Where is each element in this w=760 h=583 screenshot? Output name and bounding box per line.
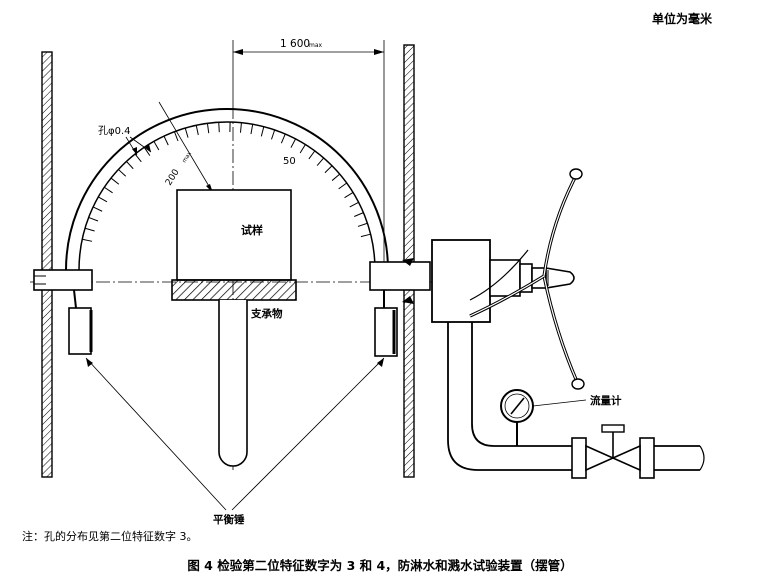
counterweight-callout: 平衡锤 [85, 357, 385, 526]
hole-mark [143, 147, 151, 156]
hole-mark [173, 131, 179, 142]
hole-mark [118, 169, 127, 177]
control-valve [585, 424, 641, 472]
specimen-label: 试样 [241, 223, 263, 237]
hole-mark [250, 124, 254, 135]
note: 注：孔的分布见第二位特征数字 3。 [22, 530, 198, 543]
hole-mark [239, 122, 242, 133]
hole-mark [290, 138, 297, 148]
hole-mark [98, 196, 108, 203]
hole-mark [88, 216, 99, 222]
hole-mark [270, 129, 276, 140]
hole-callout: 孔φ0.4 [98, 125, 152, 156]
hole-mark [338, 182, 348, 190]
hole-mark [299, 144, 306, 154]
hole-mark [195, 125, 199, 136]
radius-dimension: 200 max [158, 101, 214, 194]
unit-label: 单位为毫米 [651, 12, 712, 26]
hole-mark [218, 122, 220, 133]
hole-label: 孔φ0.4 [98, 125, 131, 137]
support: 支承物 [171, 279, 297, 467]
hole-mark [184, 127, 189, 138]
span-suffix: max [309, 42, 323, 49]
hole-mark [260, 126, 265, 137]
hole-mark [354, 212, 364, 217]
hole-mark [357, 222, 368, 227]
hole-mark [163, 135, 169, 146]
flowmeter: 流量计 [500, 389, 622, 446]
hole-mark [104, 186, 113, 194]
hole-mark [349, 201, 359, 208]
angle-mark: 50 [283, 156, 296, 167]
radius-suffix: max [182, 150, 194, 164]
hole-mark [84, 227, 95, 232]
drive-housing [431, 239, 575, 323]
hole-mark [316, 157, 325, 166]
support-label: 支承物 [250, 307, 283, 320]
left-wall [41, 51, 53, 478]
hole-mark [92, 206, 103, 212]
span-dimension: 1 600 max [232, 38, 385, 262]
hole-mark [344, 192, 354, 199]
hole-mark [280, 133, 286, 144]
radius-value: 200 [164, 167, 182, 187]
handwheel [469, 168, 585, 390]
hole-mark [331, 173, 341, 181]
specimen: 试样 [176, 189, 292, 281]
figure-caption: 图 4 检验第二位特征数字为 3 和 4，防淋水和溅水试验装置（摆管） [187, 558, 573, 573]
hole-mark [82, 238, 93, 242]
hole-mark [126, 161, 134, 170]
feed-pipe [447, 322, 705, 479]
right-pivot [369, 258, 431, 357]
span-value: 1 600 [280, 38, 310, 50]
tube-holes [82, 122, 371, 242]
left-pivot [33, 269, 93, 355]
hole-mark [206, 123, 210, 134]
hole-mark [153, 141, 160, 151]
hole-mark [360, 233, 371, 238]
hole-mark [308, 150, 316, 160]
flowmeter-label: 流量计 [590, 394, 622, 407]
hole-mark [110, 177, 120, 185]
counterweight-label: 平衡锤 [213, 513, 245, 526]
hole-mark [134, 153, 142, 163]
hole-mark [324, 165, 333, 174]
oscillating-tube [65, 108, 389, 271]
